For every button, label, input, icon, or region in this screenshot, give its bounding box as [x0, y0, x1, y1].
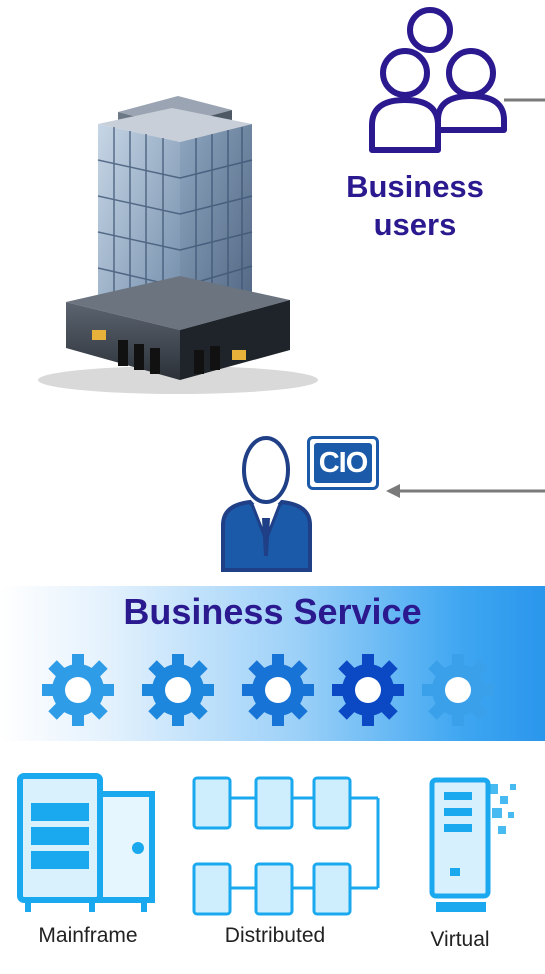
gear-icon-5	[422, 654, 494, 726]
mainframe-label: Mainframe	[38, 924, 138, 947]
virtual-label: Virtual	[430, 928, 490, 951]
business-users-line1: Business	[346, 169, 484, 204]
mainframe-icon	[17, 773, 155, 912]
business-users-line2: users	[373, 207, 457, 242]
distributed-label: Distributed	[224, 924, 326, 947]
gear-icon-4	[332, 654, 404, 726]
business-service-title: Business Service	[123, 591, 422, 632]
arrow-head	[386, 484, 400, 498]
business-users-label: Business users	[330, 168, 500, 244]
gear-icon-1	[42, 654, 114, 726]
distributed-servers-icon	[192, 776, 380, 916]
gear-icon-3	[242, 654, 314, 726]
cio-badge-text: CIO	[314, 443, 372, 483]
virtual-server-icon	[429, 777, 516, 912]
gear-icon-2	[142, 654, 214, 726]
cio-badge: CIO	[307, 436, 379, 490]
